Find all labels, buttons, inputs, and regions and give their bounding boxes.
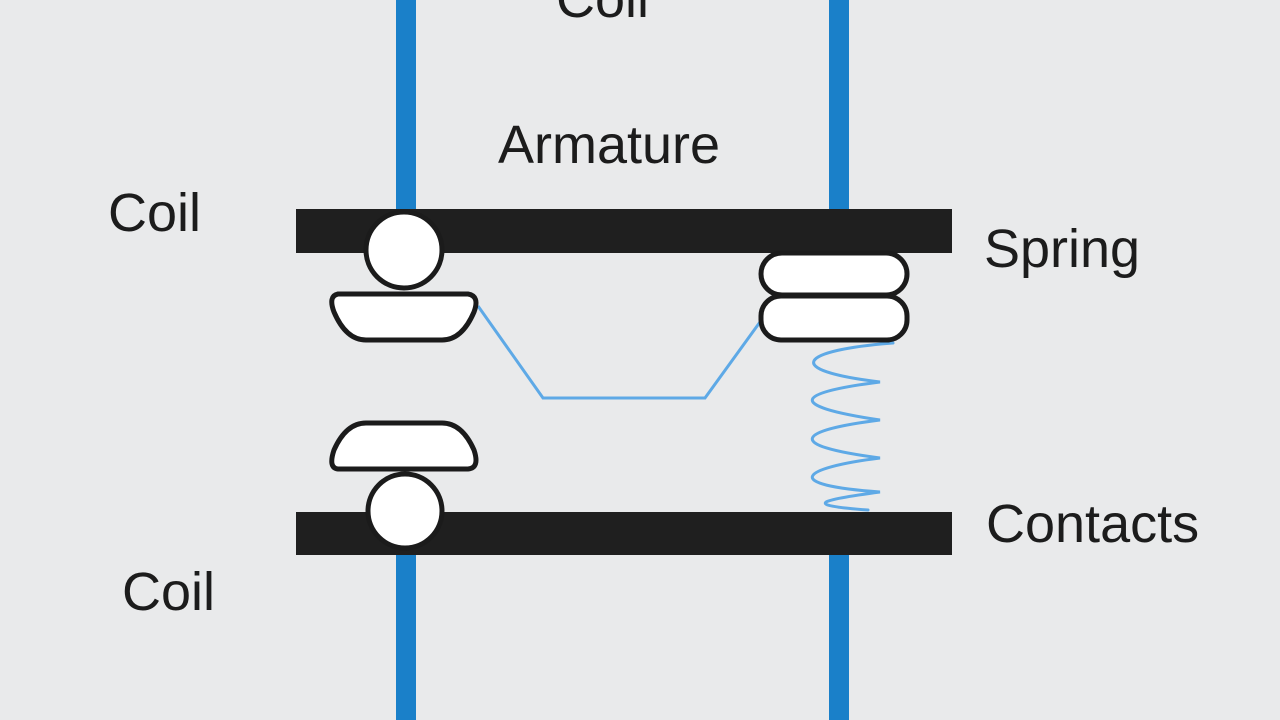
spring-pad-upper (758, 250, 910, 298)
lower-pivot-ball (365, 471, 445, 551)
coil-label-left-lower: Coil (122, 562, 216, 622)
lower-contact-cap (329, 420, 479, 472)
spring-pad-lower (758, 293, 910, 343)
contacts-label: Contacts (986, 494, 1200, 554)
upper-contact-cap (329, 291, 479, 343)
left-wire-upper (396, 0, 416, 216)
armature-label: Armature (498, 115, 721, 175)
coil-label-left-upper: Coil (108, 183, 202, 243)
upper-pivot-ball (363, 209, 445, 291)
right-wire-upper (829, 0, 849, 214)
right-wire-lower (829, 552, 849, 720)
coil-label-top: Coil (556, 0, 649, 26)
spring-coil (810, 341, 895, 512)
spring-label: Spring (984, 219, 1141, 279)
left-wire-lower (396, 552, 416, 720)
linkage-line (476, 305, 762, 400)
